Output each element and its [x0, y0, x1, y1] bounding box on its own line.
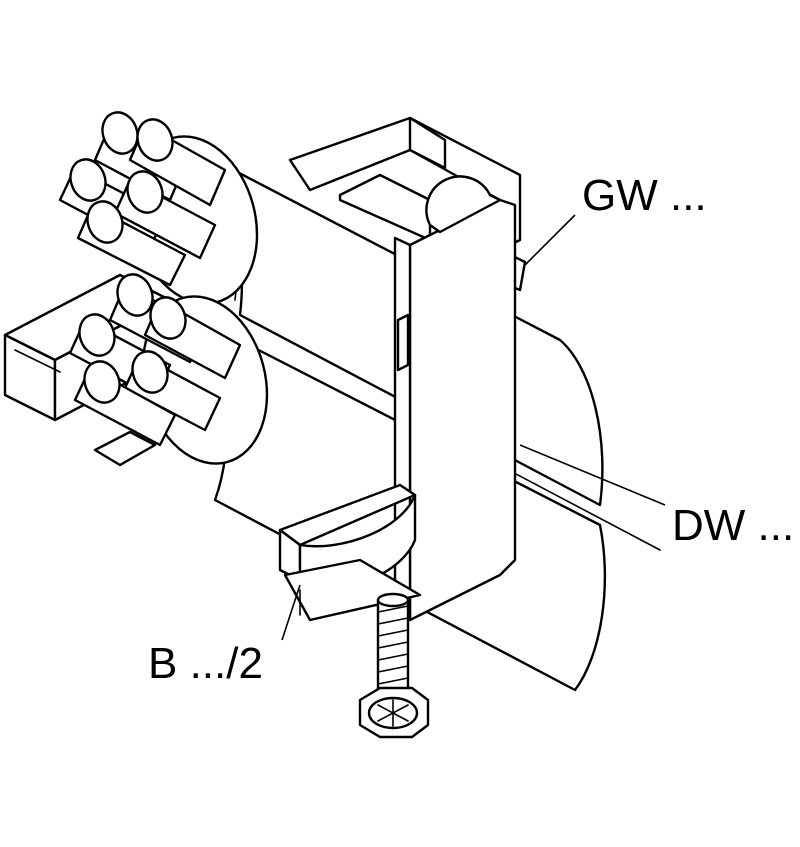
leader-dw: [519, 444, 666, 506]
callout-gw: GW ...: [582, 171, 707, 220]
leader-b2: [281, 584, 301, 641]
pin: [73, 360, 177, 447]
callout-b2: B .../2: [148, 639, 263, 688]
clamp-strap: [393, 175, 517, 622]
pin: [123, 350, 222, 432]
pin: [128, 118, 227, 207]
upper-pins: [58, 111, 227, 287]
pin: [113, 170, 217, 260]
clamp-screw[interactable]: [358, 592, 430, 739]
clamp-saddle: [278, 483, 422, 622]
clamp-frame-rear: [288, 116, 527, 292]
lower-pins: [68, 273, 242, 447]
callout-dw: DW ...: [672, 501, 794, 550]
pin: [143, 296, 242, 380]
pin: [76, 200, 187, 287]
leader-gw: [524, 214, 576, 266]
